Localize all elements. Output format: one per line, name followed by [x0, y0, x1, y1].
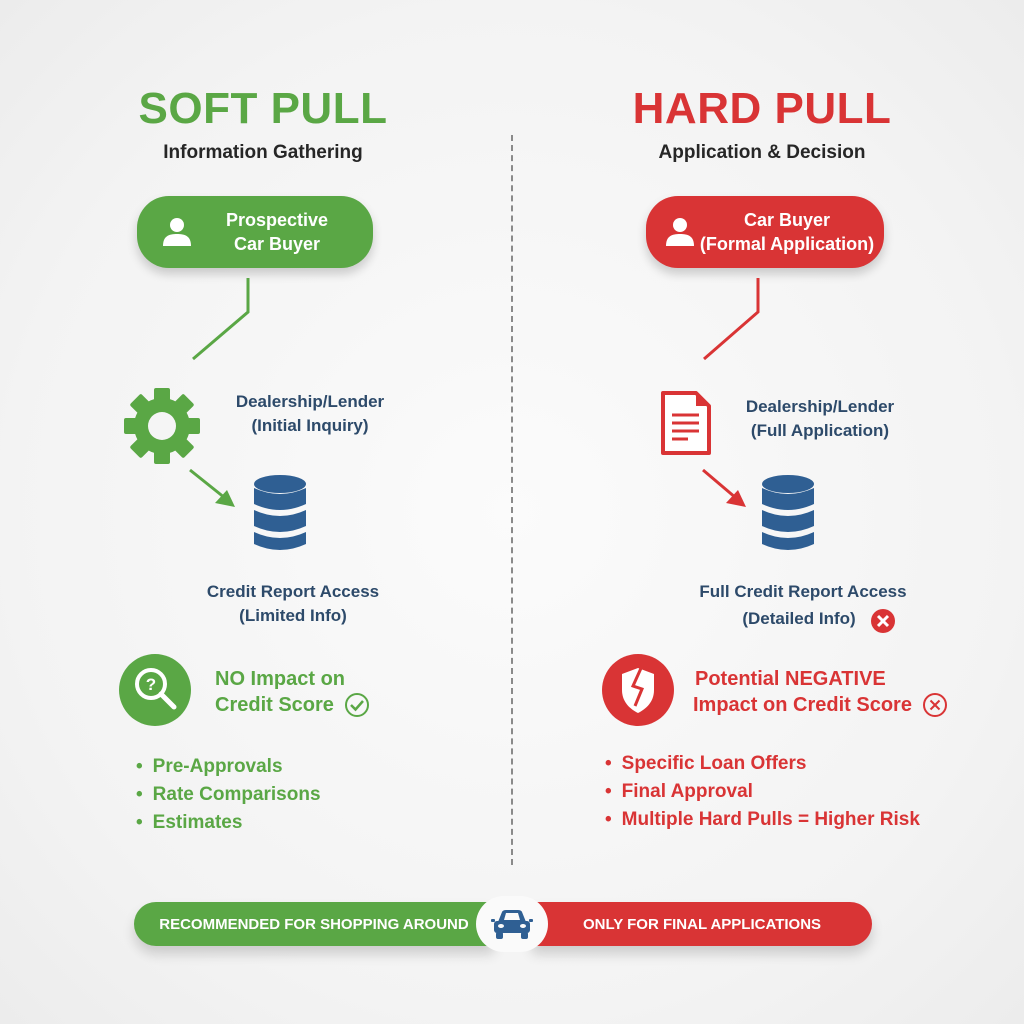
- hard-lender-label: Dealership/Lender (Full Application): [720, 395, 920, 443]
- hard-use-cases-list: Specific Loan Offers Final Approval Mult…: [605, 750, 920, 834]
- hard-actor-pill: Car Buyer (Formal Application): [646, 196, 884, 268]
- soft-use-cases-list: Pre-Approvals Rate Comparisons Estimates: [136, 753, 321, 837]
- hard-report-line1: Full Credit Report Access: [699, 582, 907, 601]
- list-item: Pre-Approvals: [136, 753, 321, 781]
- hard-pull-title: HARD PULL: [632, 84, 892, 133]
- hard-impact-label: Potential NEGATIVE Impact on Credit Scor…: [693, 666, 963, 718]
- x-circle-outline-icon: [922, 693, 947, 717]
- hard-actor-label: Car Buyer (Formal Application): [698, 208, 884, 256]
- list-item: Final Approval: [605, 778, 920, 806]
- hard-connector-line: [703, 278, 760, 361]
- footer-center-badge: [476, 896, 548, 952]
- broken-shield-icon: [602, 654, 674, 726]
- list-item: Estimates: [136, 809, 321, 837]
- hard-actor-line2: (Formal Application): [699, 234, 875, 254]
- svg-text:?: ?: [146, 675, 156, 694]
- soft-impact-line2: Credit Score: [215, 694, 334, 716]
- hard-lender-line2: (Full Application): [750, 421, 890, 440]
- hard-report-line2: (Detailed Info): [742, 609, 856, 628]
- hard-impact-line1: Potential NEGATIVE: [695, 668, 886, 690]
- soft-pull-title: SOFT PULL: [138, 84, 388, 133]
- soft-report-line2: (Limited Info): [239, 606, 347, 625]
- soft-actor-line2: Car Buyer: [233, 234, 321, 254]
- magnifier-question-icon: ?: [119, 654, 191, 726]
- x-circle-filled-icon: [870, 609, 895, 633]
- hard-arrow-icon: [702, 468, 746, 507]
- person-icon: [666, 218, 694, 246]
- hard-actor-line1: Car Buyer: [743, 210, 831, 230]
- hard-report-label: Full Credit Report Access (Detailed Info…: [683, 580, 923, 634]
- soft-arrow-icon: [189, 468, 235, 507]
- soft-actor-line1: Prospective: [225, 210, 329, 230]
- document-icon: [661, 391, 711, 455]
- soft-pull-subtitle: Information Gathering: [163, 142, 363, 163]
- soft-impact-label: NO Impact on Credit Score: [215, 666, 435, 718]
- soft-report-label: Credit Report Access (Limited Info): [183, 580, 403, 628]
- soft-lender-label: Dealership/Lender (Initial Inquiry): [210, 390, 410, 438]
- hard-lender-line1: Dealership/Lender: [745, 397, 895, 416]
- footer-final-label: ONLY FOR FINAL APPLICATIONS: [532, 902, 872, 946]
- soft-report-line1: Credit Report Access: [206, 582, 380, 601]
- soft-actor-label: Prospective Car Buyer: [195, 208, 373, 256]
- gear-icon: [124, 388, 200, 464]
- center-divider: [511, 135, 513, 865]
- hard-pull-subtitle: Application & Decision: [658, 142, 866, 163]
- database-icon: [254, 475, 306, 550]
- footer-recommended-label: RECOMMENDED FOR SHOPPING AROUND: [134, 902, 494, 946]
- soft-connector-line: [192, 278, 250, 361]
- database-icon: [762, 475, 814, 550]
- list-item: Specific Loan Offers: [605, 750, 920, 778]
- car-icon: [491, 910, 533, 939]
- soft-lender-line1: Dealership/Lender: [235, 392, 385, 411]
- hard-impact-line2: Impact on Credit Score: [693, 694, 912, 716]
- footer-right-text: ONLY FOR FINAL APPLICATIONS: [582, 915, 822, 933]
- soft-lender-line2: (Initial Inquiry): [251, 416, 369, 435]
- footer-left-text: RECOMMENDED FOR SHOPPING AROUND: [159, 915, 469, 933]
- list-item: Rate Comparisons: [136, 781, 321, 809]
- soft-impact-line1: NO Impact on: [215, 668, 346, 690]
- list-item: Multiple Hard Pulls = Higher Risk: [605, 806, 920, 834]
- person-icon: [163, 218, 191, 246]
- check-circle-icon: [344, 693, 369, 717]
- soft-actor-pill: Prospective Car Buyer: [137, 196, 373, 268]
